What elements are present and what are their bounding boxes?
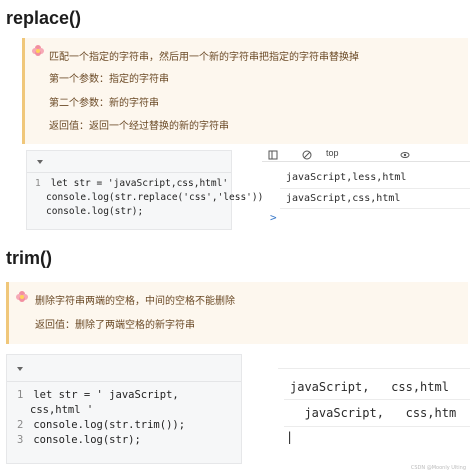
console-output-line-2: javaScript, css,htm xyxy=(290,406,457,420)
trim-console-output: javaScript, css,html javaScript, css,htm… xyxy=(278,368,470,458)
replace-console-output: top javaScript,less,html javaScript,css,… xyxy=(262,148,470,230)
editor-divider xyxy=(7,381,241,382)
console-output-line-1: javaScript, css,html xyxy=(290,380,449,394)
line-number: 1 xyxy=(35,178,41,189)
replace-tip-box: 匹配一个指定的字符串，然后用一个新的字符串把指定的字符串替换掉 第一个参数：指定… xyxy=(22,38,468,144)
trim-tip-box: 删除字符串两端的空格，中间的空格不能删除 返回值：删除了两端空格的新字符串 xyxy=(6,282,468,344)
replace-code-editor[interactable]: 1 let str = 'javaScript,css,html' consol… xyxy=(26,150,269,230)
collapse-triangle-icon[interactable] xyxy=(17,367,23,371)
tip-line-description: 匹配一个指定的字符串，然后用一个新的字符串把指定的字符串替换掉 xyxy=(49,52,359,63)
watermark: CSDN @Moonly Ulting xyxy=(410,465,466,471)
code-line-1-wrap: css,html ' xyxy=(30,404,94,416)
trim-heading: trim() xyxy=(6,248,52,268)
console-row-divider xyxy=(280,188,470,189)
tip-line-return-value: 返回值：删除了两端空格的新字符串 xyxy=(35,320,195,331)
console-row-divider xyxy=(284,426,470,427)
flower-emoji-icon xyxy=(16,291,28,302)
eye-icon[interactable] xyxy=(400,150,410,160)
console-output-line-1: javaScript,less,html xyxy=(286,172,407,183)
text-cursor-icon[interactable]: | xyxy=(286,430,294,444)
replace-heading: replace() xyxy=(6,8,82,28)
console-row-divider xyxy=(280,208,470,209)
tip-line-second-param: 第二个参数：新的字符串 xyxy=(49,98,159,109)
console-row-divider xyxy=(284,399,470,400)
context-selector[interactable]: top xyxy=(326,148,339,158)
line-number: 2 xyxy=(17,419,24,431)
code-text: console.log(str); xyxy=(33,434,141,446)
code-line-3: 3 console.log(str); xyxy=(17,434,141,446)
code-line-2: console.log(str.replace('css','less')); xyxy=(46,192,270,203)
editor-divider xyxy=(27,172,231,173)
tip-line-return-value: 返回值：返回一个经过替换的新的字符串 xyxy=(49,121,229,132)
trim-code-editor[interactable]: 1 let str = ' javaScript, css,html ' 2 c… xyxy=(6,354,242,464)
line-number: 3 xyxy=(17,434,24,446)
console-prompt-chevron-icon[interactable]: > xyxy=(270,211,277,224)
tip-line-description: 删除字符串两端的空格，中间的空格不能删除 xyxy=(35,296,235,307)
sidebar-toggle-icon[interactable] xyxy=(268,150,278,160)
line-number: 1 xyxy=(17,389,24,401)
code-text: let str = ' javaScript, xyxy=(33,389,179,401)
console-top-border xyxy=(278,368,470,369)
code-line-1: 1 let str = 'javaScript,css,html' xyxy=(35,178,228,189)
code-text: let str = 'javaScript,css,html' xyxy=(50,178,229,189)
collapse-triangle-icon[interactable] xyxy=(37,160,43,164)
code-text: console.log(str.trim()); xyxy=(33,419,186,431)
code-line-3: console.log(str); xyxy=(46,206,144,217)
tip-line-first-param: 第一个参数：指定的字符串 xyxy=(49,74,169,85)
console-output-line-2: javaScript,css,html xyxy=(286,193,401,204)
code-line-1: 1 let str = ' javaScript, xyxy=(17,389,179,401)
flower-emoji-icon xyxy=(32,45,44,56)
code-line-2: 2 console.log(str.trim()); xyxy=(17,419,185,431)
console-toolbar: top xyxy=(262,148,470,162)
clear-console-icon[interactable] xyxy=(302,150,312,160)
